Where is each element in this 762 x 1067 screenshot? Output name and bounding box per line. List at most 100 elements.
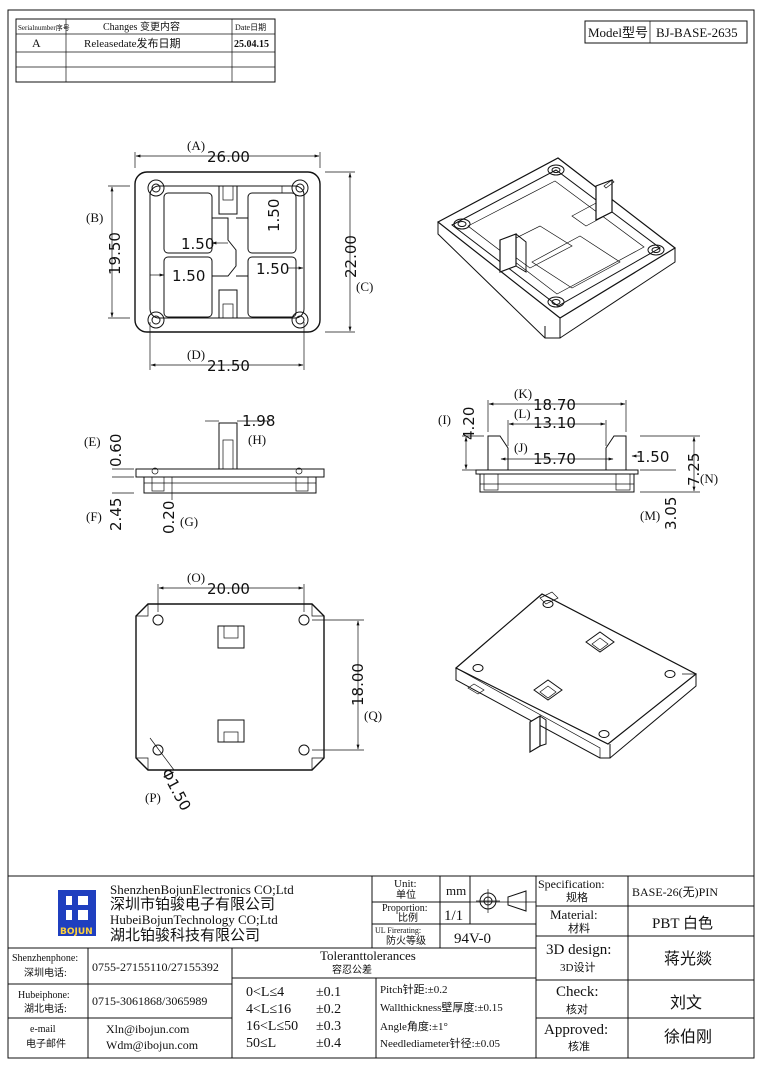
approved-label-en: Approved: bbox=[544, 1022, 608, 1038]
rev-header-date: Date日期 bbox=[235, 23, 266, 32]
tol-1-range: 0<L≤4 bbox=[246, 985, 284, 1000]
note-4: Needlediameter针径:±0.05 bbox=[380, 1036, 500, 1050]
ref-M: (M) bbox=[640, 508, 660, 523]
check-label-cn: 核对 bbox=[566, 1002, 588, 1016]
dim-inner-2: 1.50 bbox=[172, 267, 205, 285]
contact-1-value: 0755-27155110/27155392 bbox=[92, 960, 219, 974]
title-block: BOJUN ShenzhenBojunElectronics CO;Ltd 深圳… bbox=[7, 875, 755, 1059]
dim-L: 13.10 bbox=[533, 414, 576, 432]
projection-symbol-icon bbox=[476, 889, 527, 913]
dim-H: 1.98 bbox=[242, 412, 275, 430]
contact-3-value2: Wdm@ibojun.com bbox=[106, 1038, 199, 1052]
ref-N: (N) bbox=[700, 471, 718, 486]
ref-O: (O) bbox=[187, 570, 205, 585]
top-view: (A) 26.00 (B) 19.50 (C) 22.00 (D) 21.50 … bbox=[86, 138, 373, 375]
tol-1-value: ±0.1 bbox=[316, 985, 341, 1000]
design-label-en: 3D design: bbox=[546, 942, 611, 958]
unit-label-en: Unit: bbox=[394, 878, 417, 890]
tol-2-value: ±0.2 bbox=[316, 1002, 341, 1017]
tolerance-title-en: Toleranttolerances bbox=[320, 948, 416, 963]
ul-value: 94V-0 bbox=[454, 931, 491, 947]
dim-P: Φ1.50 bbox=[157, 765, 194, 813]
dim-inner-1: 1.50 bbox=[181, 235, 214, 253]
dim-O: 20.00 bbox=[207, 580, 250, 598]
unit-label-cn: 单位 bbox=[396, 888, 416, 901]
tolerance-title-cn: 容忍公差 bbox=[332, 963, 372, 976]
ref-I: (I) bbox=[438, 412, 451, 427]
material-value: PBT 白色 bbox=[652, 915, 713, 932]
design-value: 蒋光燚 bbox=[664, 950, 712, 968]
dim-A: 26.00 bbox=[207, 148, 250, 166]
spec-label-cn: 规格 bbox=[566, 890, 588, 904]
dim-C: 22.00 bbox=[342, 235, 360, 278]
note-1: Pitch针距:±0.2 bbox=[380, 982, 447, 996]
side-view: (K) 18.70 (L) 13.10 (J) 15.70 (I) 4.20 1… bbox=[438, 386, 718, 530]
ref-H: (H) bbox=[248, 432, 266, 447]
logo-text: BOJUN bbox=[60, 927, 93, 937]
rev-row-1-date: 25.04.15 bbox=[234, 39, 269, 50]
contact-3-value: Xln@ibojun.com bbox=[106, 1022, 190, 1036]
ref-P: (P) bbox=[145, 790, 161, 805]
dim-Q: 18.00 bbox=[349, 663, 367, 706]
rev-row-1-serial: A bbox=[32, 36, 41, 50]
proportion-label-en: Proportion: bbox=[382, 903, 428, 914]
note-3: Angle角度:±1° bbox=[380, 1019, 448, 1033]
contact-3-label-cn: 电子邮件 bbox=[26, 1037, 66, 1050]
dim-J: 15.70 bbox=[533, 450, 576, 468]
model-label: Model型号 bbox=[588, 25, 648, 40]
dim-E: 0.60 bbox=[107, 434, 125, 467]
tol-4-value: ±0.4 bbox=[316, 1036, 341, 1051]
dim-I: 4.20 bbox=[460, 407, 478, 440]
dim-F: 2.45 bbox=[107, 498, 125, 531]
proportion-value: 1/1 bbox=[444, 908, 463, 924]
ref-D: (D) bbox=[187, 347, 205, 362]
revision-table: Serialnumber序号 Changes 变更内容 Date日期 A Rel… bbox=[15, 18, 276, 83]
iso-view-top bbox=[436, 157, 677, 339]
check-value: 刘文 bbox=[670, 994, 702, 1012]
contact-2-label-en: Hubeiphone: bbox=[18, 990, 70, 1001]
dim-B: 19.50 bbox=[106, 232, 124, 275]
dim-G: 0.20 bbox=[160, 501, 178, 534]
unit-value: mm bbox=[446, 883, 466, 898]
rev-header-changes: Changes 变更内容 bbox=[103, 20, 180, 33]
ref-F: (F) bbox=[86, 509, 102, 524]
tol-3-value: ±0.3 bbox=[316, 1019, 341, 1034]
contact-2-label-cn: 湖北电话: bbox=[24, 1002, 67, 1015]
company-en-1: ShenzhenBojunElectronics CO;Ltd bbox=[110, 882, 294, 897]
tol-2-range: 4<L≤16 bbox=[246, 1002, 291, 1017]
dim-inner-4: 1.50 bbox=[265, 199, 283, 232]
front-view: 1.98 (H) (E) 0.60 (F) 2.45 0.20 (G) bbox=[84, 412, 325, 534]
rev-row-1-change: Releasedate发布日期 bbox=[84, 36, 181, 50]
contact-2-value: 0715-3061868/3065989 bbox=[92, 994, 207, 1008]
ref-L: (L) bbox=[514, 406, 531, 421]
ul-label-en: UL Firerating: bbox=[375, 926, 421, 935]
note-2: Wallthickness壁厚度:±0.15 bbox=[380, 1000, 503, 1014]
tol-4-range: 50≤L bbox=[246, 1036, 276, 1051]
ul-label-cn: 防火等级 bbox=[386, 934, 426, 947]
bottom-view: (O) 20.00 18.00 (Q) (P) Φ1.50 bbox=[135, 570, 382, 814]
tol-3-range: 16<L≤50 bbox=[246, 1019, 298, 1034]
rev-header-serial: Serialnumber序号 bbox=[18, 23, 70, 32]
company-cn-2: 湖北铂骏科技有限公司 bbox=[110, 927, 260, 944]
design-label-cn: 3D设计 bbox=[560, 961, 595, 974]
material-label-en: Material: bbox=[550, 907, 598, 922]
contact-3-label-en: e-mail bbox=[30, 1024, 56, 1035]
dim-side-150: 1.50 bbox=[636, 448, 669, 466]
ref-B: (B) bbox=[86, 210, 103, 225]
ref-E: (E) bbox=[84, 434, 101, 449]
ref-K: (K) bbox=[514, 386, 532, 401]
ref-G: (G) bbox=[180, 514, 198, 529]
contact-1-label-cn: 深圳电话: bbox=[24, 966, 67, 979]
approved-value: 徐伯刚 bbox=[664, 1028, 712, 1046]
spec-value: BASE-26(无)PIN bbox=[632, 885, 718, 899]
company-cn-1: 深圳市铂骏电子有限公司 bbox=[110, 896, 275, 913]
dim-N: 7.25 bbox=[685, 453, 703, 486]
check-label-en: Check: bbox=[556, 984, 599, 1000]
model-box: Model型号 BJ-BASE-2635 bbox=[584, 20, 748, 44]
dim-inner-3: 1.50 bbox=[256, 260, 289, 278]
ref-C: (C) bbox=[356, 279, 373, 294]
dim-D: 21.50 bbox=[207, 357, 250, 375]
proportion-label-cn: 比例 bbox=[398, 911, 418, 924]
bojun-logo: BOJUN bbox=[58, 890, 96, 937]
